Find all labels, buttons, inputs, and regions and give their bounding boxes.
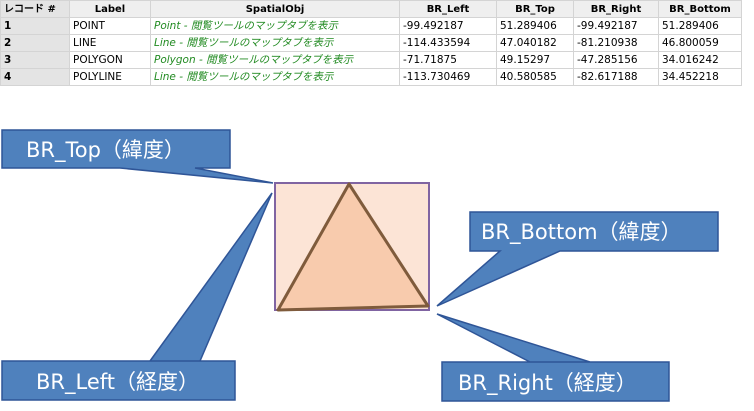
table-row[interactable]: 1 POINT Point - 閲覧ツールのマップタブを表示 -99.49218…	[0, 17, 742, 35]
br-bottom-cell: 34.452218	[658, 68, 742, 86]
br-bottom-cell: 46.800059	[658, 34, 742, 52]
callout-br-right-label: BR_Right（経度）	[458, 371, 637, 396]
table-row[interactable]: 3 POLYGON Polygon - 閲覧ツールのマップタブを表示 -71.7…	[0, 51, 742, 69]
callout-br-left-label: BR_Left（経度）	[36, 370, 199, 395]
spatialobj-link[interactable]: Line - 閲覧ツールのマップタブを表示	[150, 34, 400, 52]
header-label[interactable]: Label	[69, 0, 151, 18]
header-record-number[interactable]: レコード #	[0, 0, 70, 18]
record-number: 1	[0, 17, 70, 35]
br-left-cell: -113.730469	[399, 68, 497, 86]
polygon-shape	[276, 182, 430, 312]
label-cell: POLYGON	[69, 51, 151, 69]
callout-br-top: BR_Top（緯度）	[1, 129, 274, 184]
table-row[interactable]: 4 POLYLINE Line - 閲覧ツールのマップタブを表示 -113.73…	[0, 68, 742, 86]
spatialobj-link[interactable]: Polygon - 閲覧ツールのマップタブを表示	[150, 51, 400, 69]
spatialobj-link[interactable]: Line - 閲覧ツールのマップタブを表示	[150, 68, 400, 86]
br-left-cell: -71.71875	[399, 51, 497, 69]
callout-br-bottom-label: BR_Bottom（緯度）	[481, 220, 682, 245]
br-right-cell: -81.210938	[573, 34, 659, 52]
br-top-cell: 51.289406	[496, 17, 574, 35]
br-top-cell: 40.580585	[496, 68, 574, 86]
callout-br-left: BR_Left（経度）	[1, 192, 273, 401]
spatialobj-link[interactable]: Point - 閲覧ツールのマップタブを表示	[150, 17, 400, 35]
header-br-top[interactable]: BR_Top	[496, 0, 574, 18]
callout-br-top-label: BR_Top（緯度）	[26, 138, 185, 163]
br-left-cell: -99.492187	[399, 17, 497, 35]
callout-br-right: BR_Right（経度）	[436, 313, 670, 402]
header-br-right[interactable]: BR_Right	[573, 0, 659, 18]
records-table: レコード # Label SpatialObj BR_Left BR_Top B…	[0, 0, 742, 86]
record-number: 4	[0, 68, 70, 86]
br-bottom-cell: 34.016242	[658, 51, 742, 69]
table-row[interactable]: 2 LINE Line - 閲覧ツールのマップタブを表示 -114.433594…	[0, 34, 742, 52]
br-right-cell: -82.617188	[573, 68, 659, 86]
label-cell: POLYLINE	[69, 68, 151, 86]
callout-br-bottom: BR_Bottom（緯度）	[436, 211, 719, 307]
br-top-cell: 49.15297	[496, 51, 574, 69]
